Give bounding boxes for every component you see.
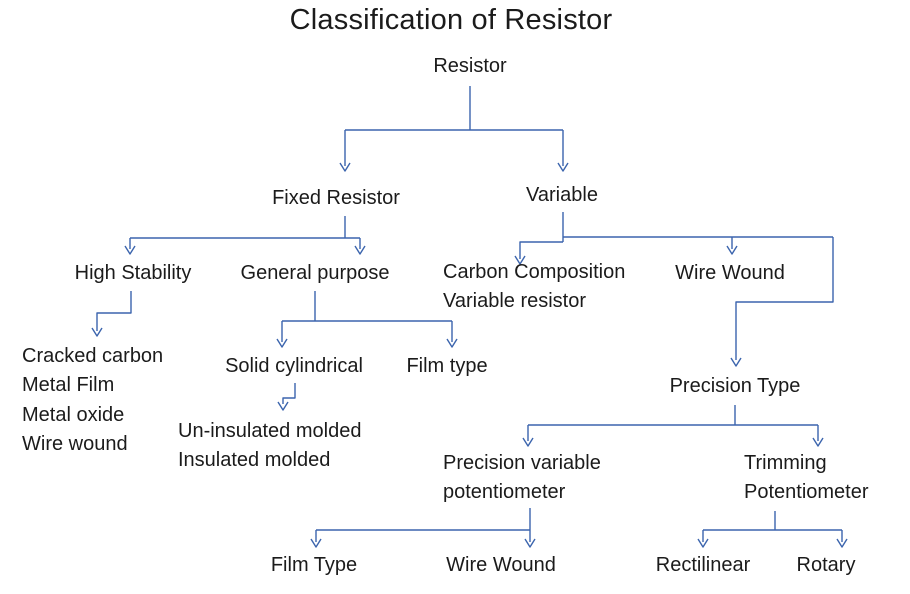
arrowhead-precision-variable xyxy=(522,437,534,447)
node-rotary: Rotary xyxy=(796,554,856,576)
node-wire-wound-potentiometer: Wire Wound xyxy=(446,554,556,576)
node-molded-types: Un-insulated molded Insulated molded xyxy=(178,417,361,475)
node-general-purpose: General purpose xyxy=(240,262,390,284)
arrowhead-rotary xyxy=(836,538,848,548)
arrowhead-wire-wound xyxy=(726,245,738,255)
node-carbon-composition: Carbon Composition Variable resistor xyxy=(443,258,625,316)
edge-precision-variable-to-children xyxy=(315,508,531,542)
arrowhead-general-purpose xyxy=(354,245,366,255)
arrowhead-trimming xyxy=(812,437,824,447)
arrowhead-high-stability-types xyxy=(91,327,103,337)
node-high-stability: High Stability xyxy=(74,262,192,284)
diagram-title: Classification of Resistor xyxy=(289,4,613,36)
list-item-metal-film: Metal Film xyxy=(22,374,115,397)
list-item-wire-wound: Wire wound xyxy=(22,433,128,456)
node-precision-variable-potentiometer: Precision variable potentiometer xyxy=(443,449,601,507)
arrowhead-film-type-lower xyxy=(310,538,322,548)
node-precision-variable-line2: potentiometer xyxy=(443,481,566,503)
node-fixed-resistor: Fixed Resistor xyxy=(272,187,400,209)
node-wire-wound-variable: Wire Wound xyxy=(675,262,785,284)
edge-resistor-to-children xyxy=(344,86,564,166)
node-high-stability-types: Cracked carbon Metal Film Metal oxide Wi… xyxy=(22,342,163,460)
node-carbon-composition-line1: Carbon Composition xyxy=(443,261,626,283)
node-precision-variable-line1: Precision variable xyxy=(443,452,601,474)
arrowhead-rectilinear xyxy=(697,538,709,548)
arrowhead-precision-type xyxy=(730,357,742,367)
node-carbon-composition-line2: Variable resistor xyxy=(443,290,587,312)
arrowhead-film-type xyxy=(446,338,458,348)
list-item-insulated-molded: Insulated molded xyxy=(178,449,331,471)
edge-variable-to-children xyxy=(519,212,834,360)
arrowhead-carbon-composition xyxy=(514,255,526,265)
edge-general-purpose-to-children xyxy=(281,291,453,342)
node-variable: Variable xyxy=(526,184,598,206)
edge-high-stability-to-types xyxy=(96,291,132,331)
arrowhead-high-stability xyxy=(124,245,136,255)
edge-fixed-to-children xyxy=(129,216,361,249)
node-resistor: Resistor xyxy=(433,55,507,77)
node-precision-type: Precision Type xyxy=(669,375,801,397)
list-item-uninsulated-molded: Un-insulated molded xyxy=(178,420,362,442)
list-item-cracked-carbon: Cracked carbon xyxy=(22,345,164,367)
node-film-type-general: Film type xyxy=(406,355,488,377)
arrowhead-wire-wound-lower xyxy=(524,538,536,548)
node-solid-cylindrical: Solid cylindrical xyxy=(225,355,363,377)
edge-solid-cylindrical-to-molded xyxy=(282,383,296,404)
node-film-type-potentiometer: Film Type xyxy=(270,554,358,576)
edge-trimming-to-children xyxy=(702,511,843,542)
node-rectilinear: Rectilinear xyxy=(655,554,751,576)
edge-precision-to-children xyxy=(527,405,819,441)
arrowhead-molded xyxy=(277,401,289,411)
arrowhead-variable xyxy=(557,162,569,172)
list-item-metal-oxide: Metal oxide xyxy=(22,403,125,426)
node-trimming-line1: Trimming xyxy=(744,452,827,474)
arrowhead-fixed-resistor xyxy=(339,162,351,172)
node-trimming-potentiometer: Trimming Potentiometer xyxy=(744,449,869,507)
arrowhead-solid-cylindrical xyxy=(276,338,288,348)
node-trimming-line2: Potentiometer xyxy=(744,481,869,503)
